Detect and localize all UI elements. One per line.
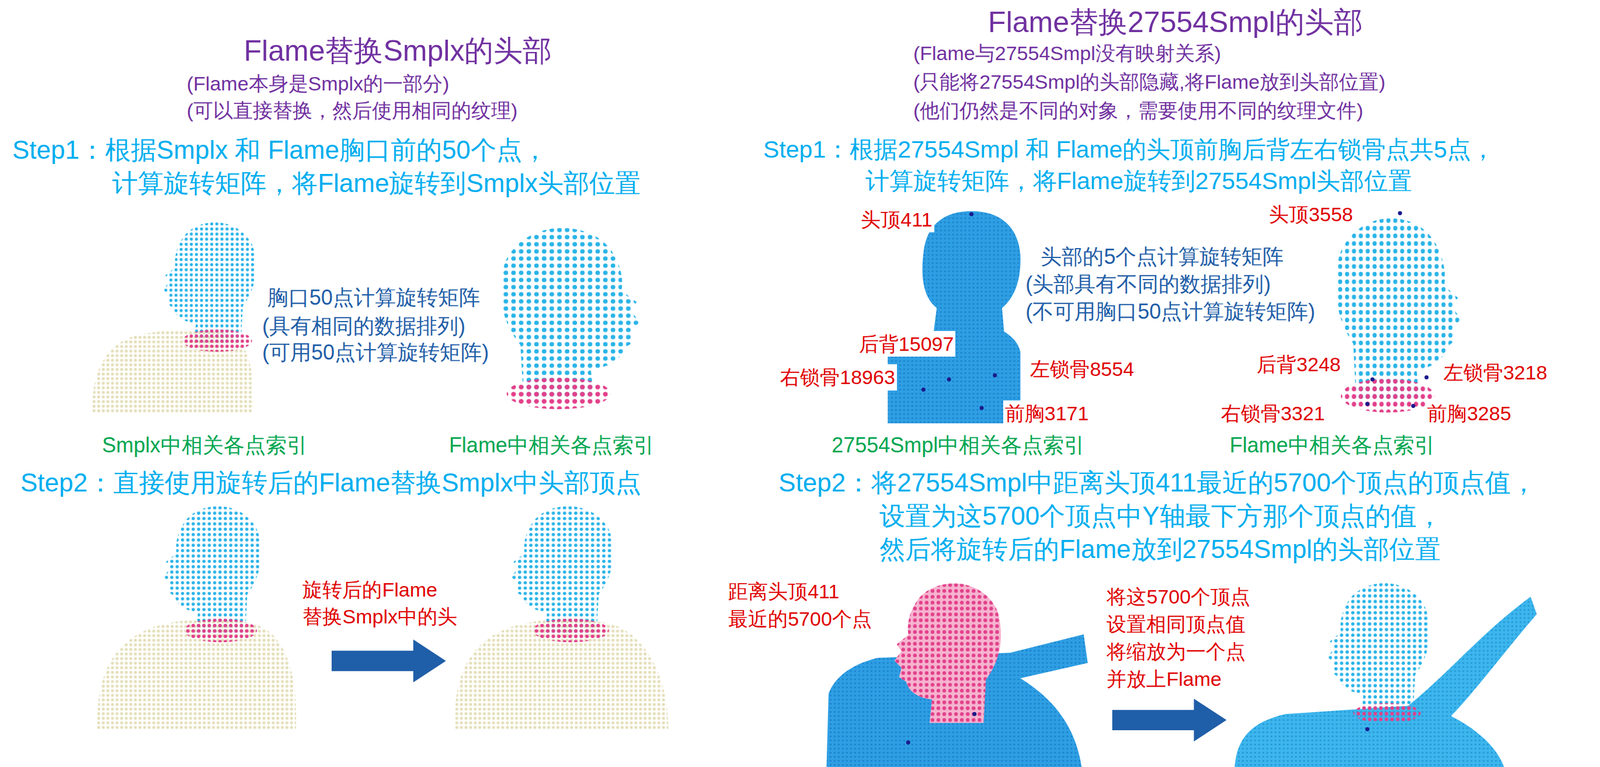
flame-figure: [1370, 377, 1375, 382]
callout-label: 后背3248: [1254, 351, 1343, 378]
callout-label: 旋转后的Flame 替换Smplx中的头: [300, 576, 469, 632]
flame-figure: [501, 228, 640, 399]
replaced-figure: [1234, 583, 1537, 767]
smplx-figure: [91, 222, 256, 414]
title-text: (他们仍然是不同的对象，需要使用不同的纹理文件): [913, 97, 1364, 124]
block-arrow: [331, 640, 447, 683]
callout-label: 左锁骨3218: [1441, 359, 1550, 386]
callout-label: 前胸3171: [1003, 400, 1091, 427]
callout-label: 左锁骨8554: [1028, 356, 1136, 382]
replaced-figure: [1353, 703, 1421, 724]
smpl-figure: [894, 583, 1002, 723]
step-text: Step1：根据Smplx 和 Flame胸口前的50个点， 计算旋转矩阵，将F…: [12, 133, 676, 200]
replaced-figure: [454, 619, 669, 730]
smplx-figure: [91, 329, 254, 414]
smpl-figure: [887, 211, 1021, 424]
replaced-figure: [510, 506, 614, 634]
caption-label: Flame中相关各点索引: [449, 432, 655, 460]
smpl-figure: [921, 387, 926, 392]
smplx-figure: [163, 506, 262, 634]
caption-label: Flame中相关各点索引: [1229, 432, 1436, 460]
flame-figure: [506, 377, 611, 410]
title-text: (只能将27554Smpl的头部隐藏,将Flame放到头部位置): [913, 68, 1386, 95]
smplx-figure: [182, 329, 253, 352]
replaced-figure: [1365, 727, 1370, 732]
callout-label: 距离头顶411 最近的5700个点: [726, 578, 880, 633]
smpl-figure: [992, 373, 997, 378]
replaced-figure: [532, 618, 610, 643]
flame-figure: [1397, 211, 1403, 216]
note-text: 胸口50点计算旋转矩阵: [267, 284, 480, 312]
smplx-figure: [163, 222, 257, 353]
smpl-figure: [887, 211, 1021, 424]
smplx-figure: [96, 619, 297, 730]
smplx-figure: [183, 618, 257, 643]
flame-figure: [1411, 404, 1416, 409]
title-text: (Flame与27554Smpl没有映射关系): [913, 40, 1222, 66]
callout-label: 右锁骨18963: [778, 364, 897, 391]
callout-label: 头顶3558: [1267, 201, 1355, 228]
title-text: (可以直接替换，然后使用相同的纹理): [186, 97, 518, 124]
smpl-figure: [894, 583, 1002, 723]
replaced-figure: [1327, 583, 1430, 718]
title-text: (Flame本身是Smplx的一部分): [186, 70, 450, 97]
block-arrow: [1112, 698, 1227, 742]
note-text: (可用50点计算旋转矩阵): [262, 339, 489, 367]
flame-figure: [1365, 401, 1370, 406]
smpl-figure: [972, 712, 977, 717]
callout-label: 头顶411: [858, 206, 934, 233]
flame-figure: [1340, 378, 1435, 413]
callout-label: 右锁骨3321: [1219, 400, 1327, 427]
smpl-figure: [979, 405, 984, 410]
smplx-figure: [96, 506, 297, 730]
callout-label: 前胸3285: [1425, 400, 1513, 427]
note-text: 头部的5个点计算旋转矩阵: [1040, 243, 1284, 271]
replaced-figure: [510, 506, 614, 643]
callout-label: 后背15097: [857, 331, 956, 357]
callout-label: 将这5700个顶点 设置相同顶点值 将缩放为一个点 并放上Flame: [1104, 583, 1279, 694]
smpl-figure: [894, 583, 1002, 723]
note-text: (具有相同的数据排列): [262, 312, 466, 341]
replaced-figure: [1327, 583, 1430, 724]
smpl-figure: [969, 211, 974, 217]
flame-figure: [501, 228, 640, 410]
step-text: Step2：将27554Smpl中距离头顶411最近的5700个顶点的顶点值， …: [778, 465, 1592, 567]
step-text: Step2：直接使用旋转后的Flame替换Smplx中头部顶点: [20, 465, 642, 500]
smpl-figure: [947, 377, 952, 382]
step-text: Step1：根据27554Smpl 和 Flame的头顶前胸后背左右锁骨点共5点…: [763, 134, 1592, 197]
note-text: (不可用胸口50点计算旋转矩阵): [1025, 298, 1316, 326]
smplx-figure: [163, 222, 257, 344]
smpl-figure: [906, 741, 911, 746]
caption-label: Smplx中相关各点索引: [102, 432, 308, 460]
flame-figure: [1424, 375, 1429, 380]
replaced-figure: [454, 506, 669, 730]
note-text: (头部具有不同的数据排列): [1025, 270, 1271, 299]
smplx-figure: [163, 506, 262, 643]
title-text: Flame替换27554Smpl的头部: [988, 3, 1363, 42]
title-text: Flame替换Smplx的头部: [244, 32, 553, 71]
caption-label: 27554Smpl中相关各点索引: [831, 432, 1085, 460]
